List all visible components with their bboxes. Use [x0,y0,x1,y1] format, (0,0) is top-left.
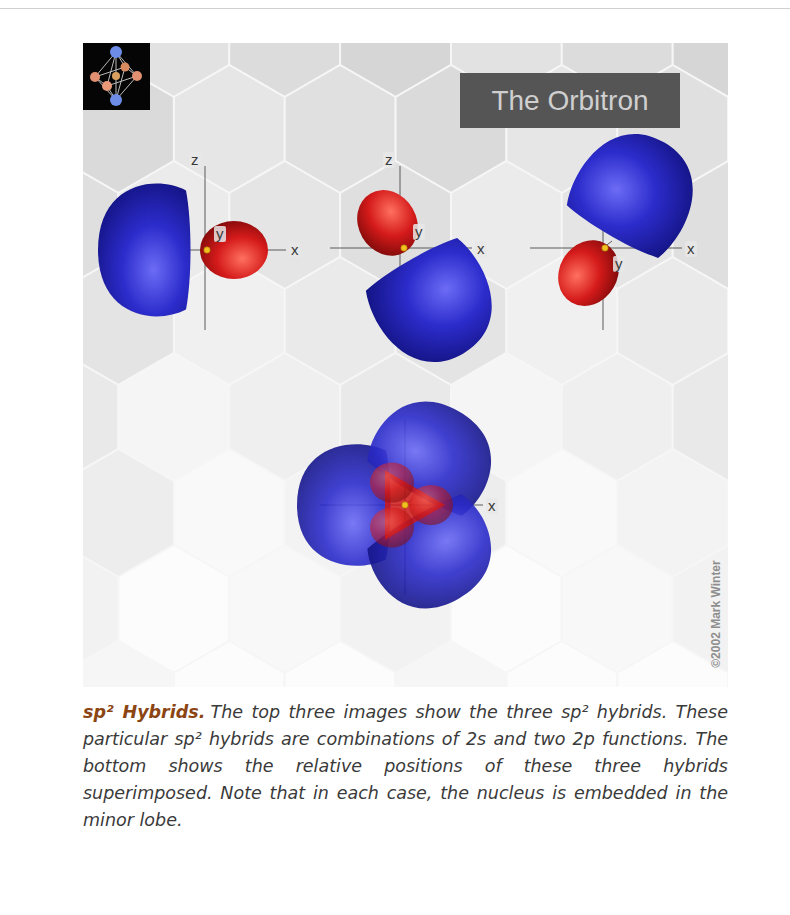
minor-lobe [409,485,453,525]
hex-tile [174,641,285,687]
caption-title: sp² Hybrids. [83,702,205,722]
major-lobe [559,113,715,265]
molecule-icon [83,43,680,128]
axis-label: y [413,224,425,240]
background-panel [83,43,728,687]
logo-text: The Orbitron [460,73,680,128]
nucleus-dot [602,245,608,251]
icon-atom [132,71,142,81]
hex-tile [83,641,174,687]
nucleus-dot [402,502,408,508]
axis-label: x [486,498,498,514]
axis-label: x [289,242,301,258]
hex-tile [506,641,617,687]
icon-bonds [95,52,137,100]
minor-lobe [345,179,429,267]
icon-atom [102,81,112,91]
minor-lobe [546,229,630,317]
hex-background [83,43,728,687]
icon-atom [121,63,130,72]
minor-lobe [370,462,414,502]
axis-label: y [613,256,625,272]
orbital-drawings [98,113,715,629]
logo-panel [460,73,680,128]
nucleus-dot [204,247,210,253]
sp2-hybrid [320,164,514,383]
nucleus-dot [401,245,407,251]
icon-atom [90,72,100,82]
watermark: ©2002 Mark Winter [709,560,723,667]
major-lobe [98,184,191,317]
hex-tile [285,641,396,687]
minor-lobe [200,221,268,279]
axis-label: z [189,152,201,168]
axis-label: z [383,152,395,168]
frame-line [0,8,790,9]
axis-label: x [685,241,697,257]
icon-atom [112,72,120,80]
sp2-hybrid [98,184,268,317]
hex-tile [396,641,507,687]
axis-label: x [475,241,487,257]
icon-atom [110,94,122,106]
minor-lobe [370,508,414,548]
sp2-hybrid [521,113,715,332]
major-lobe [358,231,514,383]
icon-atom [110,46,122,58]
caption-paragraph: sp² Hybrids.The top three images show th… [83,699,728,834]
axis-label: y [214,226,226,242]
icon-ground [83,43,150,110]
